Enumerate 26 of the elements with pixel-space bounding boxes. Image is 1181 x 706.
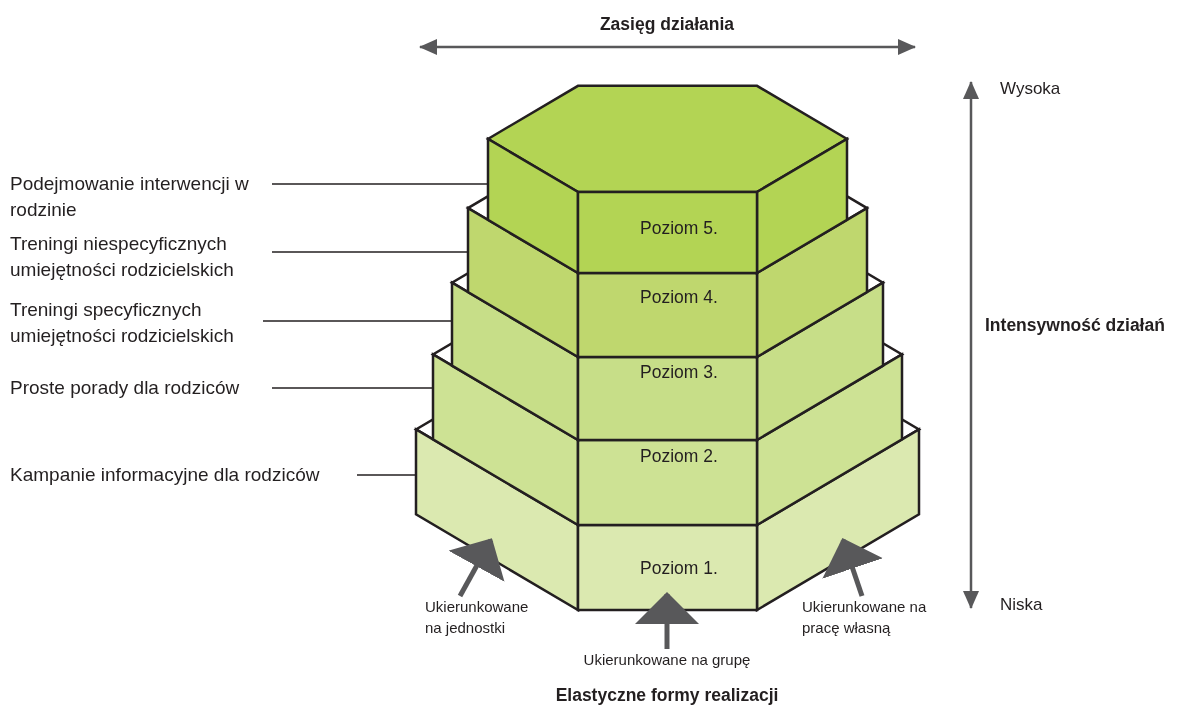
leader-line xyxy=(271,387,434,389)
annotation-text: Ukierunkowane na jednostki xyxy=(425,596,545,638)
annotation-text: Kampanie informacyjne dla rodziców xyxy=(10,462,357,488)
arrow xyxy=(822,538,883,597)
tier-label: Poziom 1. xyxy=(640,558,718,579)
tier-label: Poziom 5. xyxy=(640,218,718,239)
arrow xyxy=(635,592,699,649)
leader-line xyxy=(262,320,453,322)
leader-line xyxy=(271,183,489,185)
annotation-text: Proste porady dla rodziców xyxy=(10,375,272,401)
annotation-text: Ukierunkowane na pracę własną xyxy=(802,596,932,638)
axis-label: Zasięg działania xyxy=(598,13,736,36)
tier-label: Poziom 3. xyxy=(640,362,718,383)
axis-label: Intensywność działań xyxy=(985,314,1166,337)
leader-line xyxy=(271,251,469,253)
annotation-text: Treningi specyficznych umiejętności rodzicielskich xyxy=(10,297,263,349)
annotation-text: Treningi niespecyficznych umiejętności rodzicielskich xyxy=(10,231,272,283)
annotation-text: Podejmowanie interwencji w rodzinie xyxy=(10,171,272,223)
leader-line xyxy=(356,474,417,476)
annotation-text: Ukierunkowane na grupę xyxy=(567,649,767,670)
tier-label: Poziom 4. xyxy=(640,287,718,308)
arrow xyxy=(448,538,505,598)
axis-label: Elastyczne formy realizacji xyxy=(554,684,780,706)
axis-label: Wysoka xyxy=(1000,78,1062,100)
axis-label: Niska xyxy=(1000,594,1044,616)
tier-label: Poziom 2. xyxy=(640,446,718,467)
